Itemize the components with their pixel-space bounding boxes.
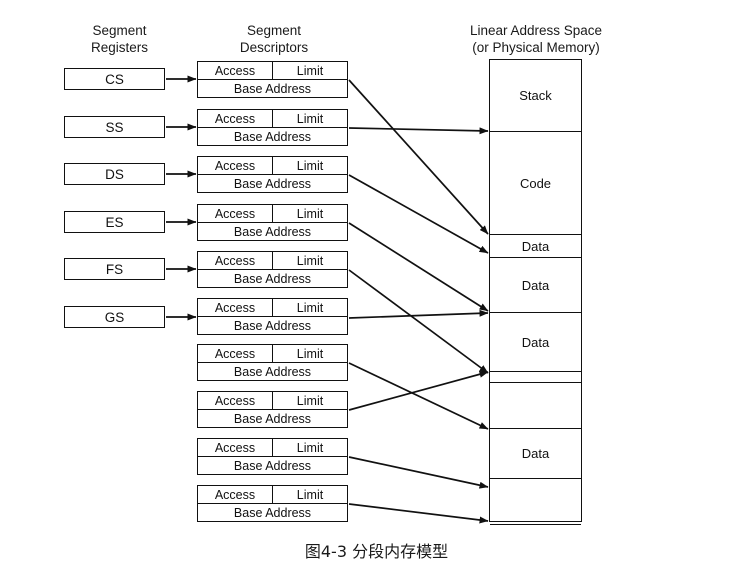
- descriptor-base-address-field: Base Address: [197, 174, 348, 193]
- segment-register-label: CS: [105, 71, 124, 87]
- memory-block-data-2: Data: [490, 258, 581, 313]
- segment-register-es: ES: [64, 211, 165, 233]
- segment-descriptor-5: Access Limit Base Address: [197, 251, 348, 288]
- descriptor-limit-field: Limit: [296, 393, 324, 408]
- descriptor-access-field: Access: [198, 486, 273, 503]
- descriptor-access-field: Access: [198, 299, 273, 316]
- figure-caption: 图4-3 分段内存模型: [304, 542, 449, 561]
- descriptor-access-field: Access: [198, 110, 273, 127]
- arrow-descriptor-7-to-memory: [348, 362, 489, 430]
- linear-address-space-heading: Linear Address Space (or Physical Memory…: [469, 23, 603, 55]
- descriptor-base-address-field: Base Address: [197, 362, 348, 381]
- memory-block-data-3: Data: [490, 313, 581, 372]
- memory-block-empty-3: [490, 479, 581, 525]
- descriptor-limit-field: Limit: [296, 346, 324, 361]
- segment-register-label: SS: [105, 119, 124, 135]
- descriptor-top-row: Access Limit: [197, 156, 348, 175]
- memory-block-data-4: Data: [490, 429, 581, 479]
- descriptor-limit-field: Limit: [296, 440, 324, 455]
- arrow-descriptor-3-to-memory: [348, 174, 489, 254]
- memory-block-empty-1: [490, 372, 581, 383]
- segment-descriptor-3: Access Limit Base Address: [197, 156, 348, 193]
- descriptor-top-row: Access Limit: [197, 251, 348, 270]
- descriptor-base-address-field: Base Address: [197, 409, 348, 428]
- descriptor-access-field: Access: [198, 439, 273, 456]
- segment-register-label: ES: [105, 214, 124, 230]
- segment-register-label: DS: [105, 166, 124, 182]
- memory-block-code: Code: [490, 132, 581, 235]
- segment-register-fs: FS: [64, 258, 165, 280]
- arrow-descriptor-9-to-memory: [348, 456, 489, 489]
- segment-descriptor-6: Access Limit Base Address: [197, 298, 348, 335]
- descriptor-base-address-field: Base Address: [197, 316, 348, 335]
- segment-register-gs: GS: [64, 306, 165, 328]
- descriptor-access-field: Access: [198, 252, 273, 269]
- descriptor-base-address-field: Base Address: [197, 222, 348, 241]
- descriptor-access-field: Access: [198, 62, 273, 79]
- descriptor-base-address-field: Base Address: [197, 269, 348, 288]
- segment-register-ds: DS: [64, 163, 165, 185]
- segment-register-cs: CS: [64, 68, 165, 90]
- segment-descriptors-heading: Segment Descriptors: [239, 23, 309, 55]
- arrow-descriptor-2-to-memory: [348, 127, 489, 135]
- memory-block-data-1: Data: [490, 235, 581, 258]
- segment-descriptor-4: Access Limit Base Address: [197, 204, 348, 241]
- segment-descriptor-2: Access Limit Base Address: [197, 109, 348, 146]
- descriptor-access-field: Access: [198, 392, 273, 409]
- arrow-descriptor-8-to-memory: [348, 370, 489, 411]
- descriptor-top-row: Access Limit: [197, 485, 348, 504]
- memory-block-stack: Stack: [490, 60, 581, 132]
- segment-register-label: GS: [104, 309, 125, 325]
- segment-registers-heading: Segment Registers: [90, 23, 149, 55]
- arrow-descriptor-6-to-memory: [348, 309, 489, 319]
- linear-address-space-column: Stack Code Data Data Data Data: [489, 59, 582, 525]
- descriptor-limit-field: Limit: [296, 158, 324, 173]
- descriptor-limit-field: Limit: [296, 111, 324, 126]
- memory-block-empty-2: [490, 383, 581, 429]
- segment-descriptor-9: Access Limit Base Address: [197, 438, 348, 475]
- descriptor-access-field: Access: [198, 157, 273, 174]
- descriptor-limit-field: Limit: [296, 253, 324, 268]
- segment-descriptor-7: Access Limit Base Address: [197, 344, 348, 381]
- descriptor-limit-field: Limit: [296, 300, 324, 315]
- arrow-descriptor-4-to-memory: [348, 222, 489, 312]
- descriptor-limit-field: Limit: [296, 206, 324, 221]
- segment-descriptor-10: Access Limit Base Address: [197, 485, 348, 522]
- descriptor-access-field: Access: [198, 345, 273, 362]
- segment-descriptor-1: Access Limit Base Address: [197, 61, 348, 98]
- descriptor-base-address-field: Base Address: [197, 79, 348, 98]
- descriptor-base-address-field: Base Address: [197, 127, 348, 146]
- descriptor-limit-field: Limit: [296, 487, 324, 502]
- descriptor-base-address-field: Base Address: [197, 503, 348, 522]
- arrow-descriptor-1-to-memory: [348, 79, 489, 235]
- arrow-descriptor-5-to-memory: [348, 269, 489, 374]
- arrow-descriptor-10-to-memory: [348, 503, 489, 524]
- segment-register-ss: SS: [64, 116, 165, 138]
- descriptor-base-address-field: Base Address: [197, 456, 348, 475]
- descriptor-limit-field: Limit: [296, 63, 324, 78]
- segment-descriptor-8: Access Limit Base Address: [197, 391, 348, 428]
- segment-register-label: FS: [105, 261, 124, 277]
- descriptor-access-field: Access: [198, 205, 273, 222]
